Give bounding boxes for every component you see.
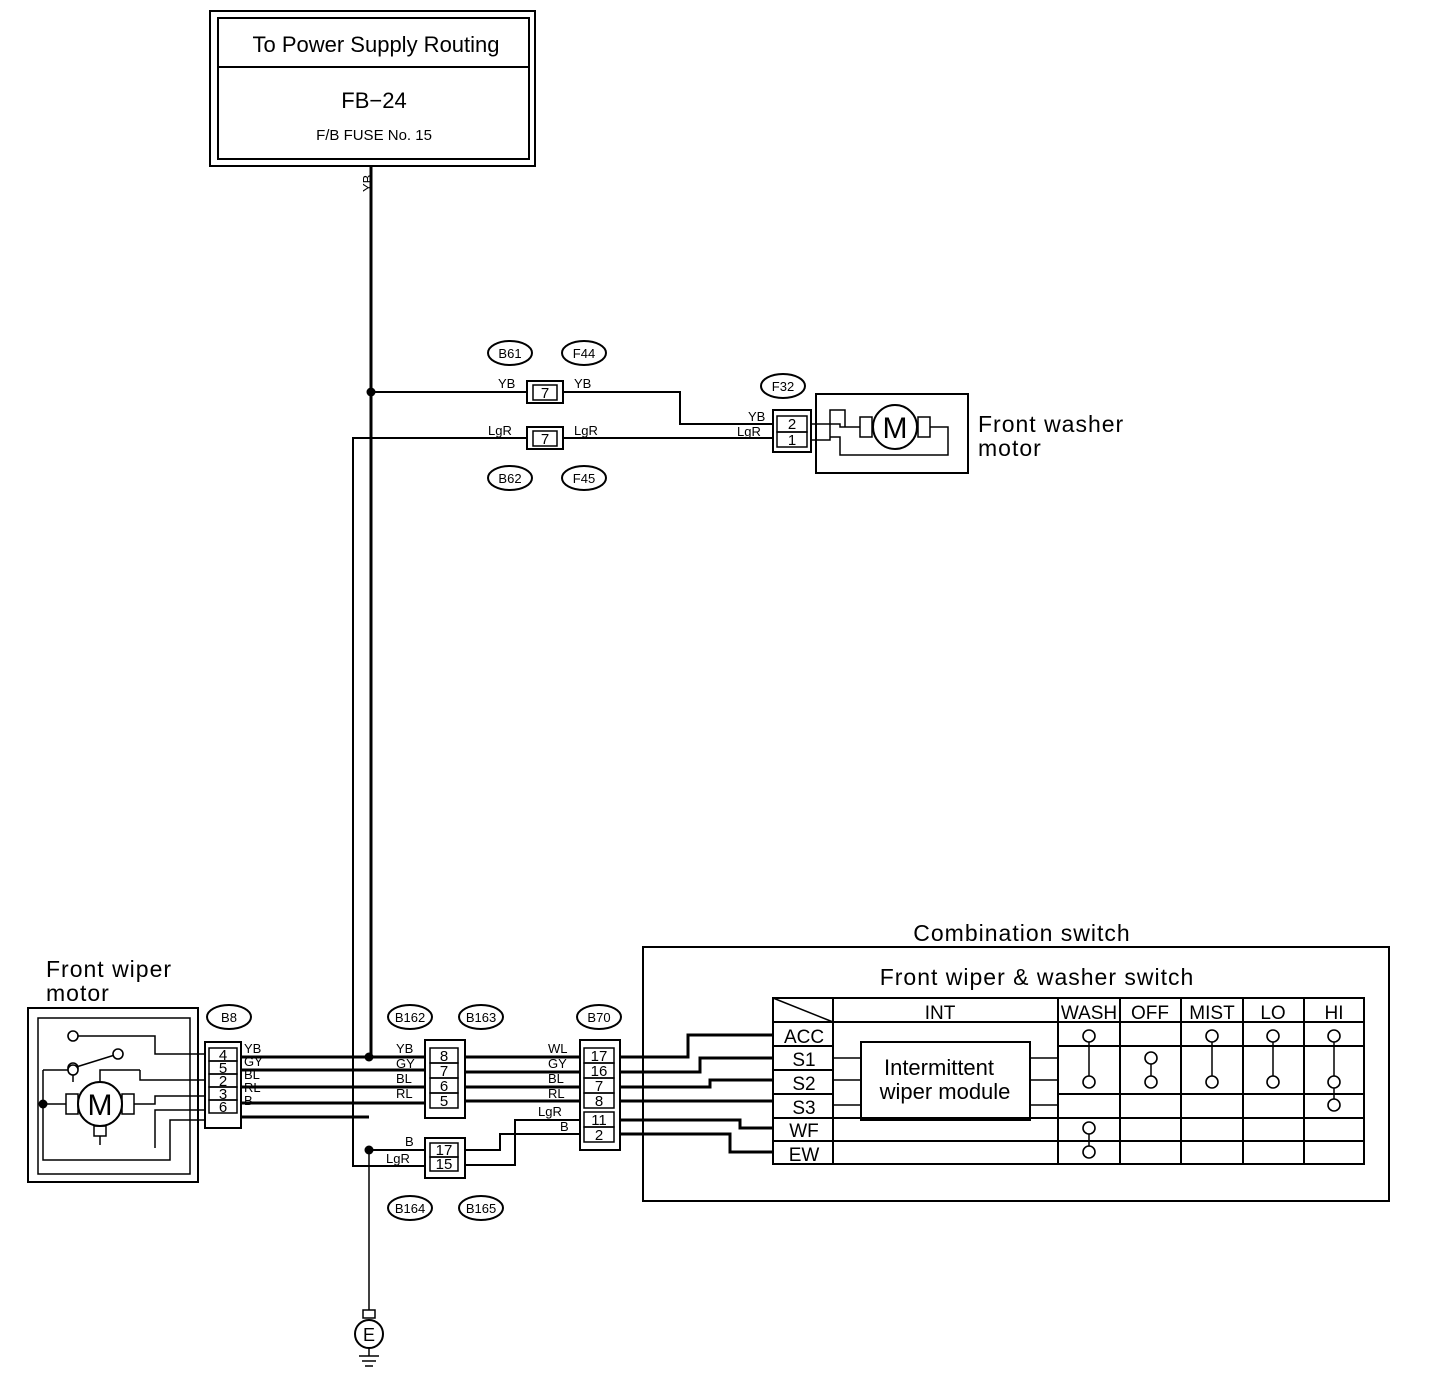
b70-switch-wires xyxy=(620,1033,773,1154)
b8-b: B xyxy=(244,1093,253,1108)
power-supply-box: To Power Supply Routing FB−24 F/B FUSE N… xyxy=(209,10,536,167)
b62-pin: 7 xyxy=(541,431,549,448)
front-washer-motor: F32 2 1 YB LgR M Front washer motor xyxy=(737,373,1124,474)
combination-switch: Combination switch Front wiper & washer … xyxy=(642,920,1390,1202)
b70-bl: BL xyxy=(548,1071,564,1086)
wiper-washer-switch-label: Front wiper & washer switch xyxy=(880,964,1195,990)
f32-lgr-label: LgR xyxy=(737,424,761,439)
col-hi: HI xyxy=(1325,1003,1344,1024)
b70-gy: GY xyxy=(548,1056,567,1071)
f44-yb-label: YB xyxy=(574,376,591,391)
b62-lgr-label: LgR xyxy=(488,423,512,438)
module-label-1: Intermittent xyxy=(884,1055,994,1080)
b8-pin-1: 4 xyxy=(219,1047,227,1064)
combination-switch-label: Combination switch xyxy=(913,920,1130,946)
b70-b: B xyxy=(560,1119,569,1134)
row-ew: EW xyxy=(789,1145,820,1166)
b162-tag: B162 xyxy=(395,1010,425,1025)
wiper-motor-label-1: Front wiper xyxy=(46,956,172,982)
b163-tag: B163 xyxy=(466,1010,496,1025)
b8-pin-4: 3 xyxy=(219,1086,227,1103)
b70-pin-4: 8 xyxy=(595,1093,603,1110)
b70-pin-2: 16 xyxy=(591,1063,608,1080)
b164-pin-2: 15 xyxy=(436,1156,453,1173)
col-mist: MIST xyxy=(1189,1003,1235,1024)
row-wf: WF xyxy=(789,1121,819,1142)
yb-main-label: YB xyxy=(360,175,375,192)
b70-rl: RL xyxy=(548,1086,565,1101)
b61-pin: 7 xyxy=(541,385,549,402)
b164-pin-1: 17 xyxy=(436,1142,453,1159)
row-s1: S1 xyxy=(792,1050,815,1071)
f32-yb-label: YB xyxy=(748,409,765,424)
b8-connector: B8 4 5 2 3 6 YB GY BL RL B xyxy=(204,1004,263,1129)
col-wash: WASH xyxy=(1061,1003,1117,1024)
b162-yb: YB xyxy=(396,1041,413,1056)
b70-pin-1: 17 xyxy=(591,1048,608,1065)
b165-tag: B165 xyxy=(466,1201,496,1216)
f32-pin-1: 2 xyxy=(788,416,796,433)
b70-pin-6: 2 xyxy=(595,1127,603,1144)
b70-connector: B70 17 16 7 8 11 2 WL GY BL RL LgR B xyxy=(538,1004,622,1151)
fuse-id: FB−24 xyxy=(341,88,406,113)
f45-tag: F45 xyxy=(573,471,595,486)
b8-b162-wires xyxy=(241,1055,425,1119)
lgr-main-wire xyxy=(352,437,527,1167)
row-acc: ACC xyxy=(784,1027,824,1048)
ground-label: E xyxy=(363,1325,375,1345)
row-s2: S2 xyxy=(792,1074,815,1095)
power-supply-title: To Power Supply Routing xyxy=(252,32,499,57)
washer-motor-m: M xyxy=(883,412,908,445)
wiper-motor-m: M xyxy=(88,1089,113,1122)
module-label-2: wiper module xyxy=(879,1079,1011,1104)
b62-tag: B62 xyxy=(498,471,521,486)
b70-tag: B70 xyxy=(587,1010,610,1025)
b162-pin-4: 5 xyxy=(440,1093,448,1110)
b8-pin-5: 6 xyxy=(219,1099,227,1116)
col-lo: LO xyxy=(1260,1003,1285,1024)
b70-lgr: LgR xyxy=(538,1104,562,1119)
f44-tag: F44 xyxy=(573,346,595,361)
b70-wl: WL xyxy=(548,1041,568,1056)
b164-tag: B164 xyxy=(395,1201,425,1216)
f32-tag: F32 xyxy=(772,379,794,394)
b163-b70-wires xyxy=(465,1055,580,1166)
washer-motor-label-1: Front washer xyxy=(978,411,1124,437)
b162-connector: B162 B163 8 7 6 5 YB GY BL RL xyxy=(387,1004,504,1119)
b70-pin-5: 11 xyxy=(591,1112,607,1129)
b8-yb: YB xyxy=(244,1041,261,1056)
b162-rl: RL xyxy=(396,1086,413,1101)
b8-pin-3: 2 xyxy=(219,1073,227,1090)
col-int: INT xyxy=(925,1003,956,1024)
b164-b: B xyxy=(405,1134,414,1149)
b162-pin-3: 6 xyxy=(440,1078,448,1095)
washer-connectors: 7 YB YB 7 LgR LgR B61 F44 B62 F45 xyxy=(371,340,773,491)
wiper-motor-label-2: motor xyxy=(46,980,110,1006)
f32-pin-2: 1 xyxy=(788,432,796,449)
b70-pin-3: 7 xyxy=(595,1078,603,1095)
b164-connector: 17 15 B LgR B164 B165 xyxy=(386,1134,504,1221)
ground-symbol: E xyxy=(354,1309,384,1367)
washer-motor-label-2: motor xyxy=(978,435,1042,461)
b164-lgr: LgR xyxy=(386,1151,410,1166)
row-s3: S3 xyxy=(792,1098,815,1119)
col-off: OFF xyxy=(1131,1003,1169,1024)
b162-gy: GY xyxy=(396,1056,415,1071)
b162-bl: BL xyxy=(396,1071,412,1086)
b8-tag: B8 xyxy=(221,1010,237,1025)
b61-yb-label: YB xyxy=(498,376,515,391)
b162-pin-1: 8 xyxy=(440,1048,448,1065)
b8-pin-2: 5 xyxy=(219,1060,227,1077)
b61-tag: B61 xyxy=(498,346,521,361)
f45-lgr-label: LgR xyxy=(574,423,598,438)
b162-pin-2: 7 xyxy=(440,1063,448,1080)
front-wiper-motor: Front wiper motor M xyxy=(27,956,205,1183)
switch-contacts xyxy=(1082,1029,1341,1159)
fuse-desc: F/B FUSE No. 15 xyxy=(316,127,432,144)
